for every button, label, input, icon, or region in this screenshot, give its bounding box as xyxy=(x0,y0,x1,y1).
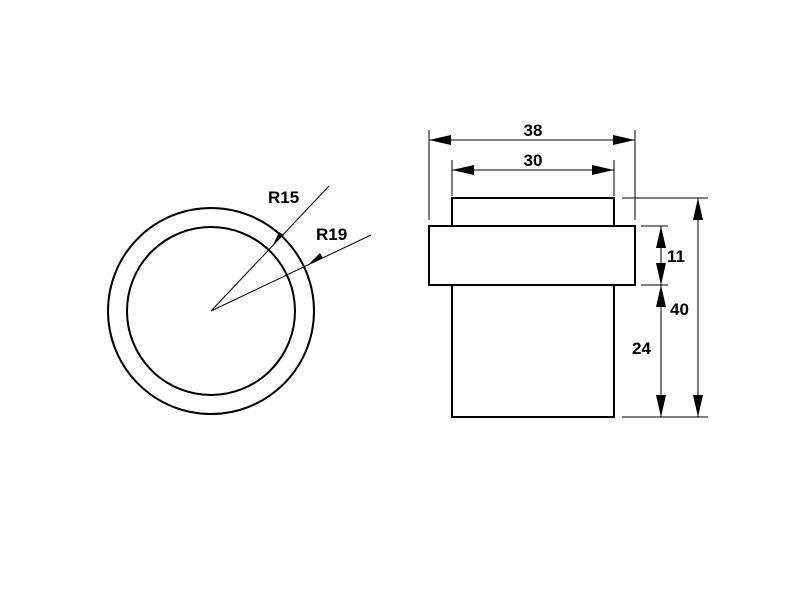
dimension-38: 38 xyxy=(428,121,636,220)
r-outer-leader xyxy=(210,234,372,312)
arrow-24-top xyxy=(656,285,666,307)
arrow-24-bottom xyxy=(656,395,666,417)
inner-circle xyxy=(126,226,296,396)
dimension-40: 40 xyxy=(670,198,703,417)
dimension-11: 11 xyxy=(656,226,685,285)
body xyxy=(451,284,615,418)
arrow-11-bottom xyxy=(656,263,666,285)
arrow-30-right xyxy=(592,165,614,175)
r-outer-label: R19 xyxy=(316,225,347,244)
width-overall-label: 38 xyxy=(524,121,543,140)
arrow-40-top xyxy=(693,198,703,220)
dimension-24: 24 xyxy=(632,285,666,417)
height-collar-label: 11 xyxy=(667,247,685,266)
height-body-label: 24 xyxy=(632,339,651,358)
width-body-label: 30 xyxy=(524,151,543,170)
arrow-40-bottom xyxy=(693,395,703,417)
dimension-30: 30 xyxy=(451,151,615,196)
vertical-extension-lines xyxy=(622,197,708,418)
arrow-30-left xyxy=(452,165,474,175)
side-view xyxy=(428,197,636,418)
r-inner-arrow xyxy=(273,232,284,245)
top-view: R15 R19 xyxy=(107,185,372,415)
top-cap xyxy=(451,197,615,227)
r-outer-arrow xyxy=(309,253,323,264)
arrow-38-left xyxy=(429,135,451,145)
outer-circle xyxy=(107,207,315,415)
r-inner-leader xyxy=(210,185,330,312)
arrow-11-top xyxy=(656,226,666,248)
height-overall-label: 40 xyxy=(670,300,689,319)
collar xyxy=(428,225,636,286)
arrow-38-right xyxy=(613,135,635,145)
r-inner-label: R15 xyxy=(268,188,299,207)
